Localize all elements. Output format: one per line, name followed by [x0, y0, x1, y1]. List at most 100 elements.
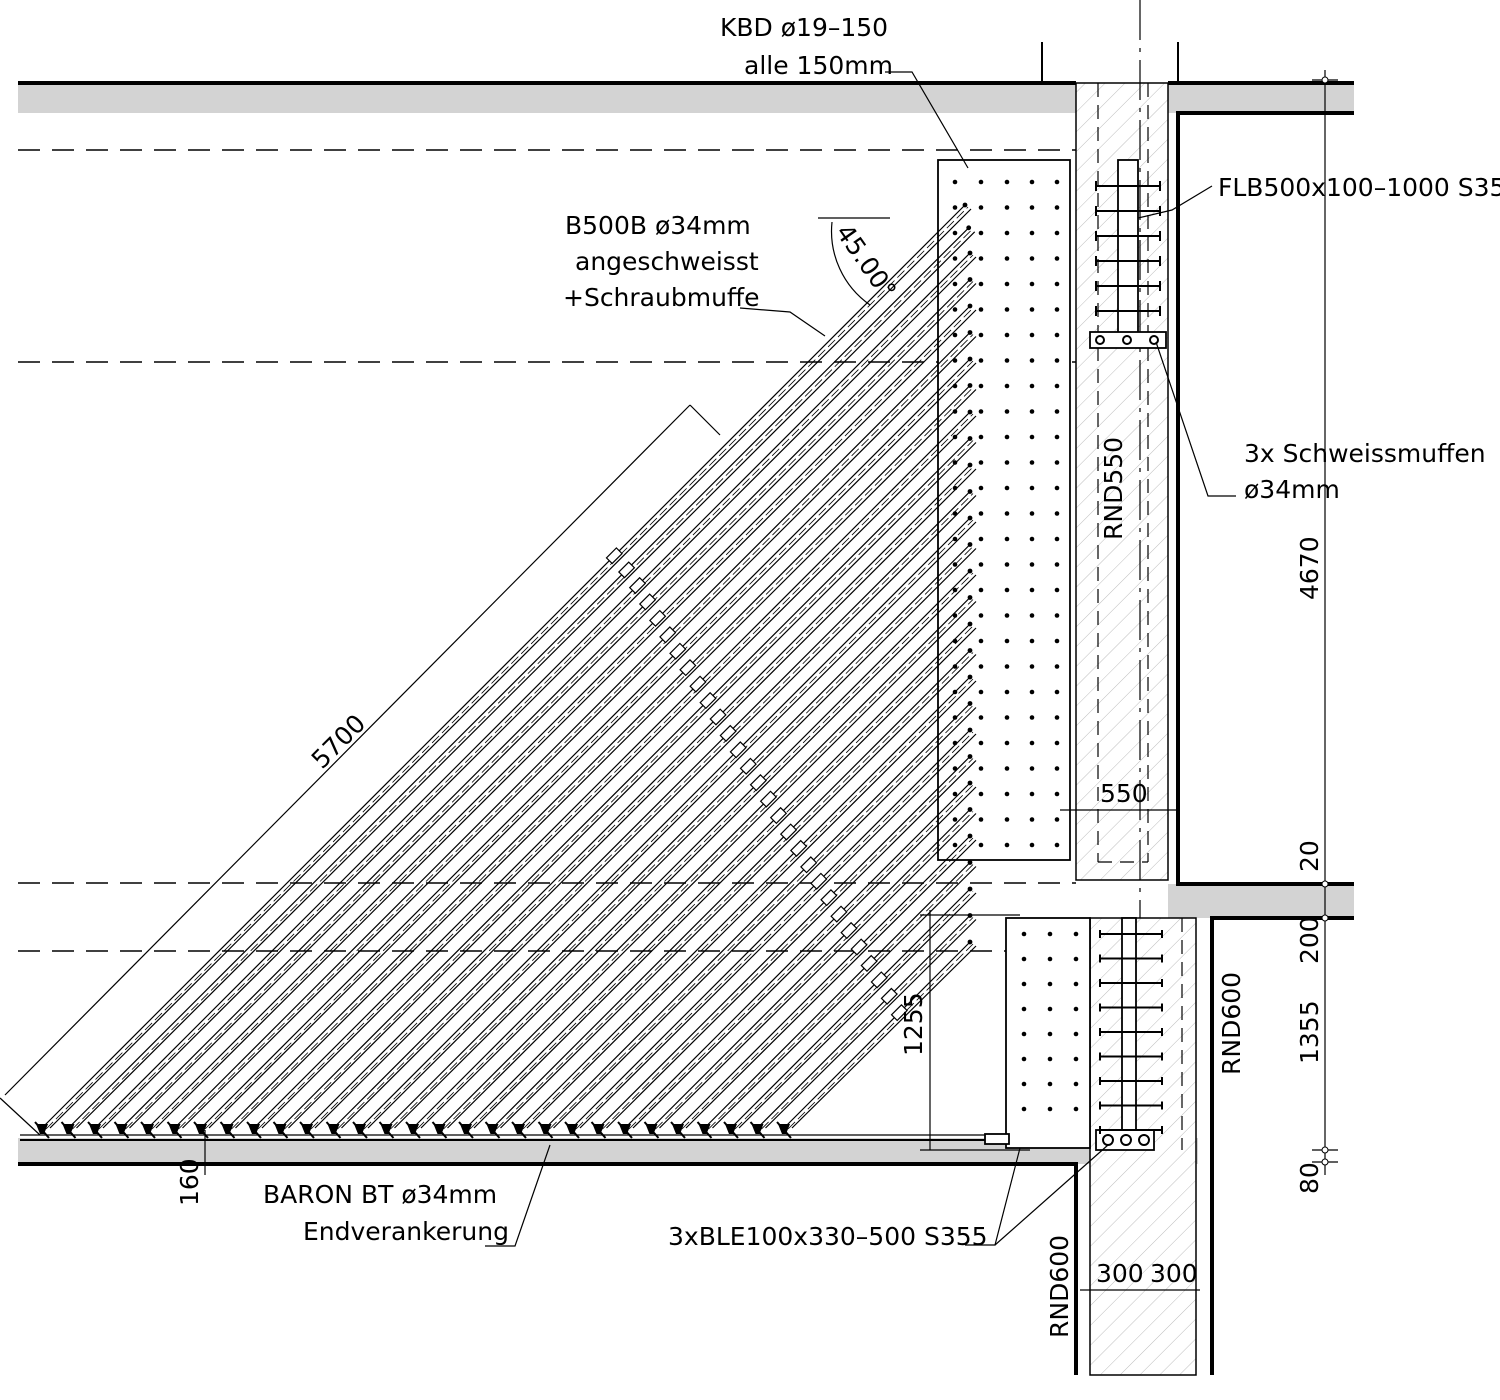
rebar — [333, 491, 971, 1129]
screw-coupler — [649, 609, 667, 627]
stud-dot — [978, 281, 984, 287]
kbd-label-line1: KBD ø19–150 — [720, 13, 888, 42]
stud-dot — [1054, 587, 1060, 593]
stud-dot — [1029, 511, 1035, 516]
rebar — [439, 597, 971, 1129]
stud-dot — [1073, 1056, 1079, 1062]
screw-coupler — [810, 872, 828, 890]
rebar — [174, 332, 971, 1129]
dim-4670: 4670 — [1295, 536, 1324, 600]
stud-dot — [952, 281, 958, 287]
stud-dot — [1029, 230, 1035, 236]
stud-dot — [1054, 842, 1060, 848]
stud-dot — [1021, 1056, 1027, 1062]
stud-dot — [978, 383, 984, 389]
screw-coupler — [749, 774, 767, 792]
screw-coupler — [729, 741, 747, 759]
stud-dot — [1004, 562, 1010, 567]
stud-dot — [952, 205, 958, 210]
outlines — [18, 42, 1354, 1375]
stud-dot — [1054, 434, 1060, 440]
stud-dot — [1054, 613, 1060, 618]
weld-coupler — [1095, 335, 1105, 345]
top-slab-right — [1168, 83, 1354, 113]
stud-dot — [1054, 562, 1060, 567]
rebar — [94, 252, 971, 1129]
stud-dot — [1029, 587, 1035, 593]
stud-dot — [978, 791, 984, 797]
stud-dot — [978, 536, 984, 542]
screw-coupler — [769, 806, 788, 825]
stud-dot — [952, 460, 958, 465]
stud-dot — [952, 230, 958, 236]
screw-coupler — [638, 593, 657, 611]
stud-dot — [952, 536, 958, 542]
stud-dot — [1004, 536, 1010, 542]
flb-plate-studs — [1089, 159, 1167, 349]
stud-dot — [1054, 664, 1060, 669]
stud-dot — [978, 485, 984, 491]
lower-plate-studs — [1095, 917, 1163, 1151]
screw-coupler — [820, 889, 838, 907]
b500b-label-line2: angeschweisst — [575, 247, 759, 276]
annotations: KBD ø19–150 alle 150mm B500B ø34mm anges… — [175, 13, 1500, 1338]
screw-coupler — [880, 987, 898, 1005]
stud-dot — [1073, 1031, 1079, 1037]
stud-dot — [1004, 613, 1010, 618]
weld-coupler — [1122, 335, 1132, 345]
stud-dot — [1029, 562, 1035, 567]
weld-coupler — [1120, 1134, 1132, 1146]
stud-dot — [978, 332, 984, 338]
stud-dot — [1054, 205, 1060, 210]
rebar — [227, 385, 971, 1129]
stud-dot — [1029, 689, 1035, 695]
rebar — [492, 650, 971, 1129]
screw-coupler — [850, 938, 868, 956]
stud-dot — [978, 434, 984, 440]
screw-coupler — [800, 856, 818, 874]
stud-dot — [1004, 740, 1010, 746]
screw-coupler — [617, 561, 636, 579]
rnd550-label: RND550 — [1099, 437, 1128, 540]
stud-dot — [978, 715, 984, 720]
rnd600-bottom-label: RND600 — [1045, 1235, 1074, 1338]
flb-label: FLB500x100–1000 S355 — [1218, 173, 1500, 202]
stud-dot — [1029, 409, 1035, 414]
stud-dot — [1029, 383, 1035, 389]
weld-coupler — [1149, 335, 1159, 345]
stud-dot — [978, 587, 984, 593]
stud-dot — [1054, 358, 1060, 363]
screw-coupler — [659, 626, 677, 644]
rebar — [518, 676, 971, 1129]
rebar — [386, 544, 971, 1129]
stud-dot — [1004, 638, 1010, 644]
stud-dot — [1004, 664, 1010, 669]
stud-dot — [1029, 842, 1035, 848]
rebar — [147, 305, 971, 1129]
stud-dot — [1021, 931, 1027, 937]
dim-300-left: 300 — [1096, 1259, 1144, 1288]
stud-dot — [952, 256, 958, 261]
baron-label-line2: Endverankerung — [303, 1217, 509, 1246]
dim-5700: 5700 — [306, 709, 371, 774]
rebar — [306, 464, 971, 1129]
stud-dot — [1047, 956, 1053, 962]
rebar — [757, 915, 971, 1129]
stud-dot — [1073, 931, 1079, 937]
upper-anchor-plate — [937, 159, 1079, 1112]
stud-dot — [1073, 1006, 1079, 1012]
stud-dot — [952, 664, 958, 669]
stud-dot — [978, 689, 984, 695]
stud-dot — [1054, 766, 1060, 771]
stud-dot — [1029, 358, 1035, 363]
stud-dot — [1029, 205, 1035, 210]
dimension-lines — [0, 70, 1338, 1291]
dim-300-right: 300 — [1150, 1259, 1198, 1288]
stud-dot — [1021, 1031, 1027, 1037]
stud-dot — [952, 715, 958, 720]
stud-dot — [1054, 638, 1060, 644]
stud-dot — [1029, 791, 1035, 797]
top-slab — [18, 83, 1076, 113]
stud-dot — [952, 791, 958, 797]
stud-dot — [978, 179, 984, 185]
